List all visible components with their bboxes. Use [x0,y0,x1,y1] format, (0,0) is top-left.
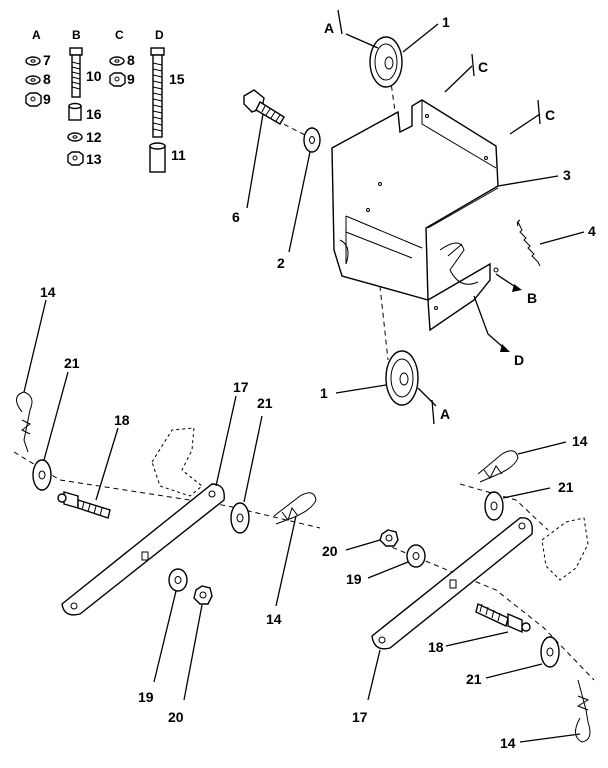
arm-17-left [61,483,225,616]
washer-2 [303,127,321,153]
callout-ref-a-bottom: A [440,406,450,422]
callout-spring-4: 4 [588,223,596,239]
legend-part-16: 16 [86,106,102,122]
callout-left-lockwasher: 19 [138,689,154,705]
legend-part-11: 11 [171,147,186,163]
right-arm-assembly: 14 21 20 19 17 [322,433,595,751]
callout-washer-2: 2 [277,255,285,271]
spring-4 [516,219,541,267]
arm-17-right [371,517,533,650]
legend-lockwasher-icon [25,75,41,85]
callout-ref-b: B [527,290,537,306]
callout-left-washer-top: 21 [64,355,80,371]
legend-nut-icon [25,92,42,107]
legend-spacer-icon [68,102,82,121]
lockwasher-19-left [168,568,188,592]
legend-header-b: B [72,28,81,42]
callout-right-clip-bottom: 14 [500,735,516,751]
callout-ref-a-top: A [324,20,334,36]
callout-right-washer-top: 21 [558,479,574,495]
legend-part-7: 7 [43,52,51,68]
bolt-18-right [475,603,531,634]
legend-nut-icon [109,72,126,87]
left-arm-assembly: 14 21 18 17 [13,284,321,725]
clip-14-right-top [477,450,519,483]
legend-part-8-c: 8 [127,52,135,68]
callout-left-bolt: 18 [114,412,130,428]
nut-20-left [193,585,213,605]
legend-part-15: 15 [169,71,185,87]
callout-right-clip-top: 14 [572,433,588,449]
legend-washer-icon [67,132,83,142]
callout-right-washer-bottom: 21 [466,671,482,687]
legend-header-d: D [155,28,164,42]
legend-part-10: 10 [86,68,102,84]
legend-header-a: A [32,28,41,42]
callout-right-arm: 17 [352,709,368,725]
callout-ref-c-upper: C [478,59,488,75]
callout-left-clip-top: 14 [40,284,56,300]
callout-right-nut: 20 [322,543,338,559]
callout-bracket-3: 3 [563,167,571,183]
callout-pulley-top: 1 [442,14,450,30]
legend-part-8: 8 [43,71,51,87]
bracket-3 [331,99,499,332]
washer-21-right-bottom [540,636,560,668]
washer-21-left-right [230,502,250,534]
legend-nut-icon [67,151,84,166]
legend-part-9: 9 [43,91,51,107]
callout-right-lockwasher: 19 [346,571,362,587]
pulley-bottom [385,350,419,406]
pulley-top [369,36,403,88]
legend-long-bolt-icon [150,47,165,138]
callout-ref-c-lower: C [545,107,555,123]
legend-bolt-icon [69,47,83,98]
bolt-18-left [57,491,111,519]
callout-left-arm: 17 [233,379,249,395]
nut-20-right [379,529,399,547]
callout-left-washer-right: 21 [257,395,273,411]
callout-bolt-6: 6 [232,209,240,225]
hardware-legend: A B C D 7 8 9 10 16 12 [25,28,186,173]
callout-right-bolt: 18 [428,639,444,655]
callout-left-nut: 20 [168,709,184,725]
legend-washer-icon [25,56,41,66]
legend-part-13: 13 [86,151,102,167]
legend-lockwasher-icon [109,56,125,66]
callout-left-clip-right: 14 [266,611,282,627]
clip-14-left-right [273,492,317,525]
legend-header-c: C [115,28,124,42]
callout-pulley-bottom: 1 [320,385,328,401]
lockwasher-19-right [406,544,426,568]
clip-14-left-top [16,391,33,453]
legend-sleeve-icon [149,142,166,173]
top-assembly: 1 A 6 2 [232,9,596,425]
legend-part-12: 12 [86,129,102,145]
washer-21-left-top [32,459,52,491]
washer-21-right-top [484,491,504,521]
callout-ref-d: D [514,352,524,368]
clip-14-right-bottom [575,679,591,743]
legend-part-9-c: 9 [127,71,135,87]
bolt-6 [243,89,285,125]
